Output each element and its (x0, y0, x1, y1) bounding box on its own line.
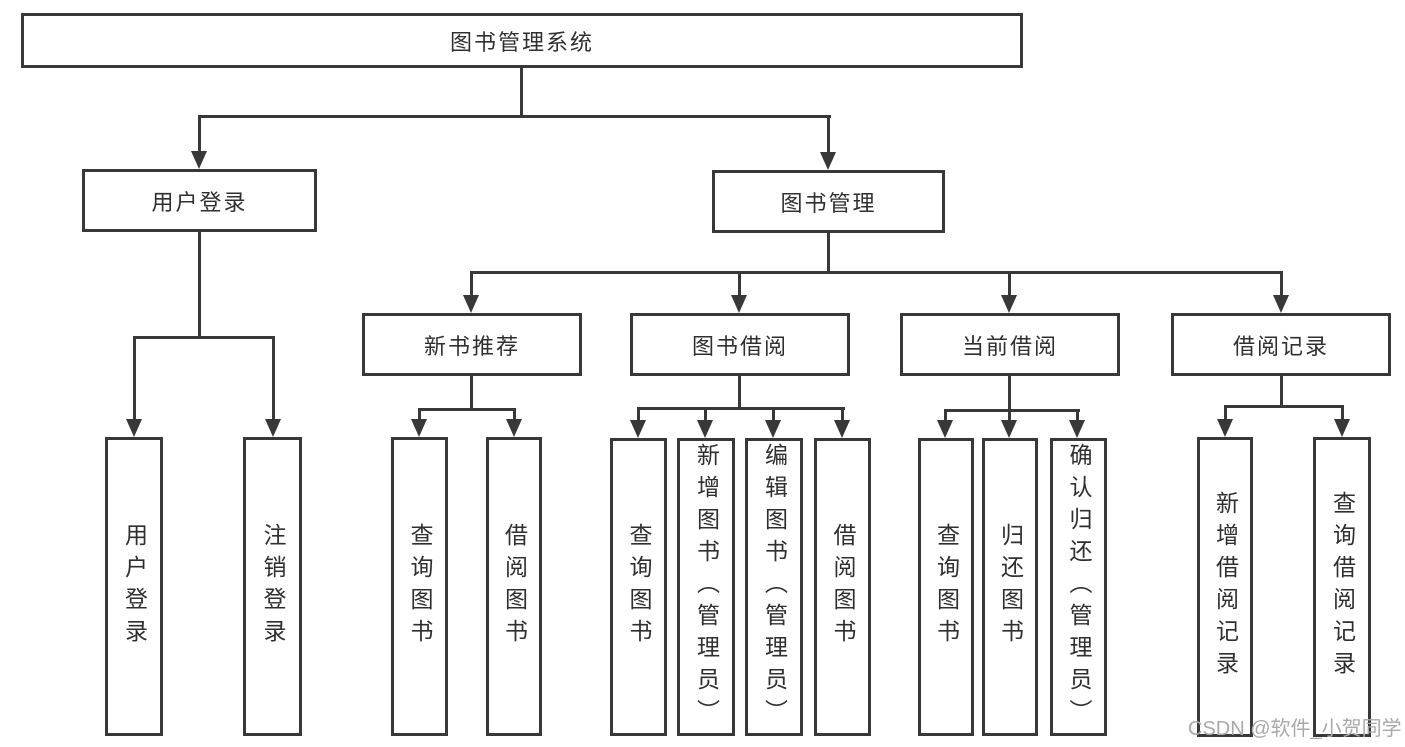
connector-leaf12-stem (1224, 405, 1227, 419)
root-node-library-system: 图书管理系统 (21, 13, 1023, 68)
leaf-node-confirm-return-admin: 确认归还（管理员） (1050, 438, 1107, 736)
leaf-node-return-books: 归还图书 (982, 438, 1038, 736)
leaf-node-label: 新增借阅记录 (1212, 491, 1239, 683)
arrowhead-leaf7-icon (765, 420, 781, 438)
connector-module3-stem (1008, 271, 1011, 297)
leaf-node-label: 查询图书 (626, 523, 652, 651)
arrowhead-leaf5-icon (630, 420, 646, 438)
connector-login-leaves-bar (133, 336, 275, 339)
leaf-node-label: 借阅图书 (830, 523, 856, 651)
arrowhead-leaf9-icon (937, 420, 953, 438)
connector-root-stem (520, 68, 523, 118)
arrowhead-leaf2-icon (265, 419, 281, 437)
arrowhead-user-login-icon (191, 151, 207, 169)
leaf-node-label: 查询借阅记录 (1329, 491, 1356, 683)
connector-user-login-down-stem (198, 232, 201, 339)
leaf-node-query-books-recommend: 查询图书 (391, 437, 448, 736)
connector-leaf5-stem (637, 407, 640, 421)
arrowhead-leaf12-icon (1217, 419, 1233, 437)
arrowhead-leaf11-icon (1069, 420, 1085, 438)
leaf-node-label: 新增图书（管理员） (693, 443, 720, 731)
watermark-text: CSDN @软件_小贺同学 (1188, 718, 1402, 740)
arrowhead-leaf6-icon (697, 420, 713, 438)
connector-leaf1-stem (133, 336, 136, 421)
branch-node-label: 图书管理 (780, 190, 877, 216)
module-node-label: 借阅记录 (1232, 333, 1329, 359)
leaf-node-borrow-books: 借阅图书 (814, 438, 871, 736)
connector-records-down-stem (1280, 376, 1283, 408)
module-node-label: 当前借阅 (961, 333, 1058, 359)
branch-node-book-management: 图书管理 (712, 170, 945, 233)
leaf-node-label: 归还图书 (997, 523, 1024, 651)
leaf-node-add-books-admin: 新增图书（管理员） (677, 438, 735, 736)
leaf-node-add-borrow-record: 新增借阅记录 (1197, 437, 1253, 737)
connector-borrowing-down-stem (738, 376, 741, 410)
arrowhead-leaf1-icon (126, 419, 142, 437)
branch-node-user-login: 用户登录 (82, 169, 317, 232)
connector-current-leaves-bar (944, 409, 1080, 412)
connector-leaf13-stem (1341, 405, 1344, 419)
connector-leaf11-stem (1076, 409, 1079, 421)
connector-recommend-leaves-bar (418, 408, 516, 411)
connector-leaf4-stem (513, 408, 516, 421)
arrowhead-leaf8-icon (834, 420, 850, 438)
leaf-node-query-books-borrowing: 查询图书 (610, 438, 667, 736)
leaf-node-edit-books-admin: 编辑图书（管理员） (745, 438, 803, 736)
arrowhead-leaf10-icon (1001, 420, 1017, 438)
leaf-node-query-borrow-record: 查询借阅记录 (1313, 437, 1371, 737)
leaf-node-label: 查询图书 (407, 522, 433, 651)
arrowhead-module3-icon (1001, 295, 1017, 313)
leaf-node-label: 注销登录 (260, 522, 286, 651)
connector-book-mgmt-down-stem (827, 233, 830, 274)
module-node-label: 新书推荐 (423, 333, 520, 359)
leaf-node-logout: 注销登录 (243, 437, 302, 736)
connector-level2-bar (198, 115, 831, 118)
connector-user-login-stem (198, 115, 201, 153)
module-node-current-borrowing: 当前借阅 (900, 313, 1120, 376)
module-node-borrowing-records: 借阅记录 (1171, 313, 1391, 376)
connector-module2-stem (738, 271, 741, 297)
arrowhead-module2-icon (731, 295, 747, 313)
connector-modules-bar (470, 271, 1283, 274)
branch-node-label: 用户登录 (151, 189, 248, 215)
arrowhead-module4-icon (1273, 295, 1289, 313)
leaf-node-user-login: 用户登录 (105, 437, 163, 736)
arrowhead-leaf4-icon (506, 419, 522, 437)
connector-module1-stem (470, 271, 473, 297)
leaf-node-label: 编辑图书（管理员） (761, 443, 788, 731)
connector-recommend-down-stem (470, 376, 473, 411)
module-node-book-borrowing: 图书借阅 (630, 313, 850, 376)
arrowhead-leaf13-icon (1334, 419, 1350, 437)
connector-records-leaves-bar (1224, 405, 1344, 408)
connector-leaf6-stem (704, 407, 707, 421)
connector-book-mgmt-stem (827, 115, 830, 154)
connector-leaf7-stem (772, 407, 775, 421)
root-node-label: 图书管理系统 (449, 29, 594, 55)
leaf-node-label: 借阅图书 (501, 522, 528, 651)
connector-module4-stem (1280, 271, 1283, 297)
connector-current-down-stem (1008, 376, 1011, 412)
connector-leaf9-stem (944, 409, 947, 421)
connector-leaf3-stem (418, 408, 421, 421)
leaf-node-borrow-books-recommend: 借阅图书 (486, 437, 542, 736)
connector-borrowing-leaves-bar (637, 407, 845, 410)
module-node-label: 图书借阅 (691, 333, 788, 359)
arrowhead-book-mgmt-icon (820, 152, 836, 170)
leaf-node-label: 确认归还（管理员） (1066, 443, 1092, 731)
connector-leaf10-stem (1008, 409, 1011, 421)
leaf-node-label: 查询图书 (933, 523, 960, 651)
arrowhead-leaf3-icon (411, 419, 427, 437)
leaf-node-label: 用户登录 (121, 522, 148, 651)
module-node-new-book-recommend: 新书推荐 (362, 313, 582, 376)
connector-leaf8-stem (841, 407, 844, 421)
connector-leaf2-stem (272, 336, 275, 421)
arrowhead-module1-icon (463, 295, 479, 313)
leaf-node-query-books-current: 查询图书 (918, 438, 974, 736)
